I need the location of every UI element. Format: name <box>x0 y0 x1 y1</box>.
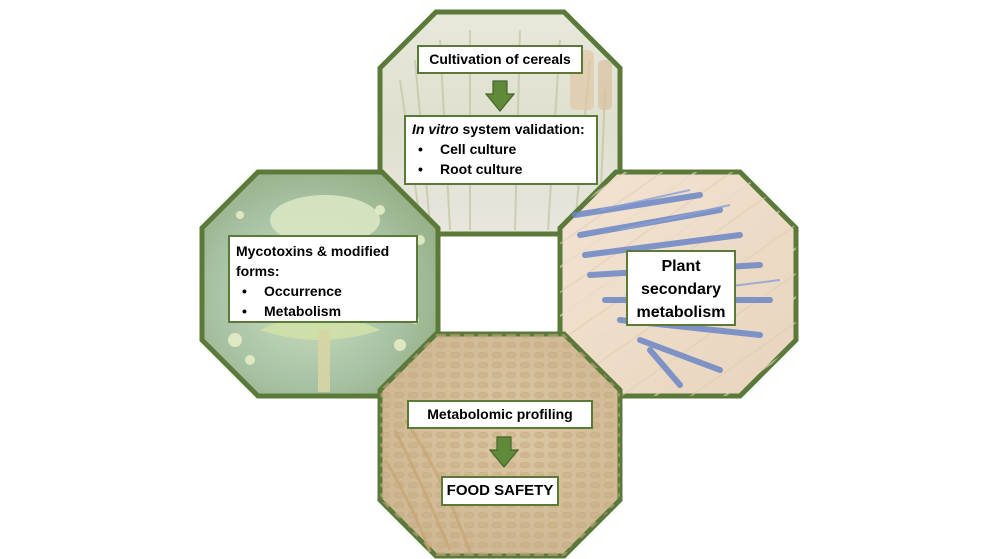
cultivation-box: Cultivation of cereals <box>417 45 583 74</box>
validation-rest: system validation: <box>458 121 585 137</box>
plant-line1: Plant <box>661 258 701 275</box>
down-arrow-bottom <box>489 436 519 468</box>
metabolomic-label: Metabolomic profiling <box>427 406 573 422</box>
validation-heading: In vitro system validation: <box>412 121 590 137</box>
mycotoxins-title-line1: Mycotoxins & modified <box>236 243 390 259</box>
metabolomic-box: Metabolomic profiling <box>407 400 593 429</box>
mycotoxins-box: Mycotoxins & modified forms: Occurrence … <box>228 235 418 323</box>
plant-metabolism-box: Plant secondary metabolism <box>626 250 736 326</box>
list-item: Metabolism <box>236 301 410 321</box>
list-item: Occurrence <box>236 281 410 301</box>
list-item: Root culture <box>412 159 590 179</box>
validation-box: In vitro system validation: Cell culture… <box>404 115 598 185</box>
validation-list: Cell culture Root culture <box>412 139 590 179</box>
validation-italic: In vitro <box>412 121 459 137</box>
mycotoxins-title-line2: forms: <box>236 263 280 279</box>
plant-line2: secondary <box>640 281 722 298</box>
food-safety-box: FOOD SAFETY <box>441 476 559 506</box>
mycotoxins-list: Occurrence Metabolism <box>236 281 410 321</box>
food-safety-label: FOOD SAFETY <box>446 482 554 499</box>
plant-line3: metabolism <box>636 304 726 321</box>
cultivation-label: Cultivation of cereals <box>429 51 571 67</box>
list-item: Cell culture <box>412 139 590 159</box>
down-arrow-top <box>485 80 515 112</box>
